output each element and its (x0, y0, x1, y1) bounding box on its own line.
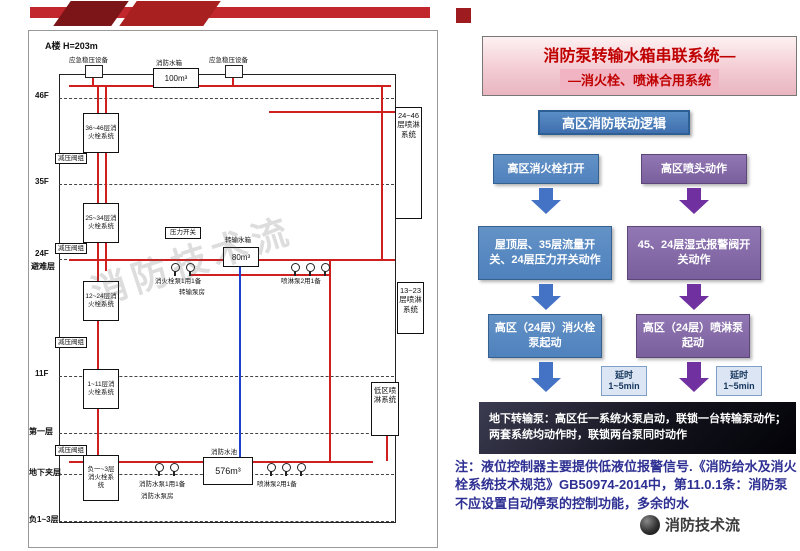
floor-line (59, 98, 394, 99)
fire-pool: 576m³ (203, 457, 253, 485)
brand-logo: 消防技术流 (640, 514, 740, 535)
floor-label-24f: 24F (35, 249, 49, 258)
pressure-switch: 压力开关 (165, 227, 201, 239)
floor-label-first: 第一层 (29, 427, 53, 436)
title-line1: 消防泵转输水箱串联系统— (543, 48, 736, 65)
hydrant-zone-1-11: 1~11层消火栓系统 (83, 369, 119, 409)
flow-heading: 高区消防联动逻辑 (538, 110, 690, 135)
transfer-tank-label: 转输水箱 (225, 237, 251, 244)
pump-icon (155, 463, 164, 476)
slide-title: 消防泵转输水箱串联系统— —消火栓、喷淋合用系统 (482, 36, 797, 96)
mid-hydrant-pumps-label: 消火栓泵1用1备 (155, 278, 202, 285)
hydrant-zone-basement: 负一~3层消火栓系统 (83, 455, 119, 501)
logo-text: 消防技术流 (665, 517, 741, 534)
mid-sprinkler-pumps-label: 喷淋泵2用1备 (281, 278, 321, 285)
sprinkler-step-3: 高区（24层）喷淋泵起动 (636, 314, 750, 358)
pipe (189, 274, 329, 276)
pipe (269, 111, 395, 113)
floor-label-mezzanine: 地下夹层 (29, 468, 61, 477)
hydrant-step-3: 高区（24层）消火栓泵起动 (488, 314, 602, 358)
pool-label: 消防水池 (211, 449, 237, 456)
pipe (381, 85, 383, 259)
floor-line (59, 184, 394, 185)
sprinkler-zone-13-23: 13~23层喷淋系统 (397, 282, 424, 334)
pump-icon (297, 463, 306, 476)
arrow-down-icon (531, 188, 561, 214)
delay-label: 延时 (614, 370, 633, 381)
pump-icon (171, 263, 180, 276)
pump-icon (321, 263, 330, 276)
pump-icon (291, 263, 300, 276)
pipe (92, 75, 94, 85)
hydrant-step-1: 高区消火栓打开 (493, 154, 599, 184)
arrow-down-icon (679, 188, 709, 214)
pump-icon (170, 463, 179, 476)
sprinkler-zone-low: 低区喷淋系统 (371, 382, 399, 436)
logo-icon (640, 514, 660, 535)
note-text: 注：液位控制器主要提供低液位报警信号.《消防给水及消火栓系统技术规范》GB509… (455, 459, 797, 511)
pump-icon (282, 463, 291, 476)
stabilizer-label: 应急稳压设备 (69, 57, 108, 64)
hydrant-zone-36-46: 36~46层消火栓系统 (83, 113, 119, 153)
title-line2: —消火栓、喷淋合用系统 (559, 69, 719, 90)
sprinkler-zone-24-46: 24~46层喷淋系统 (395, 107, 422, 219)
arrow-down-icon (531, 362, 561, 392)
delay-time: 1~5min (723, 381, 755, 391)
prv-group: 减压阀组 (55, 243, 87, 254)
sprinkler-delay-badge: 延时 1~5min (716, 366, 762, 396)
sprinkler-step-2: 45、24层湿式报警阀开关动作 (627, 226, 761, 280)
stabilizer-tank-icon (225, 65, 243, 78)
floor-label-refuge: 避难层 (31, 262, 55, 271)
arrow-down-icon (531, 284, 561, 310)
delay-label: 延时 (729, 370, 748, 381)
pump-icon (186, 263, 195, 276)
prv-group: 减压阀组 (55, 337, 87, 348)
pump-room-label: 消防水泵房 (141, 493, 174, 500)
pipe (69, 85, 391, 87)
transfer-tank: 80m³ (223, 247, 259, 267)
hydrant-delay-badge: 延时 1~5min (601, 366, 647, 396)
pipe (386, 436, 388, 461)
banner-shape-dark (53, 1, 129, 26)
floor-line (59, 376, 394, 377)
stabilizer-label: 应急稳压设备 (209, 57, 248, 64)
arrow-down-icon (679, 284, 709, 310)
floor-line (59, 521, 394, 522)
delay-time: 1~5min (608, 381, 640, 391)
pump-icon (306, 263, 315, 276)
pipe (329, 259, 331, 461)
low-sprinkler-pumps-label: 喷淋泵2用1备 (257, 481, 297, 488)
floor-label-35f: 35F (35, 177, 49, 186)
floor-label-11f: 11F (35, 369, 49, 378)
floor-label-basement: 负1~3层 (29, 515, 59, 524)
hydrant-zone-25-34: 25~34层消火栓系统 (83, 203, 119, 243)
building-schematic: A楼 H=203m 46F 35F 24F 避难层 11F 第一层 地下夹层 负… (28, 30, 438, 548)
pipe (105, 85, 107, 271)
roof-tank: 100m³ (153, 68, 199, 88)
low-fire-pumps-label: 消防水泵1用1备 (139, 481, 186, 488)
transfer-pipe (239, 267, 241, 461)
prv-group: 减压阀组 (55, 153, 87, 164)
banner-shape-mid (119, 1, 221, 26)
transfer-pump-room-label: 转输泵房 (179, 289, 205, 296)
roof-tank-label: 消防水箱 (156, 60, 182, 67)
arrow-down-icon (679, 362, 709, 392)
pipe (232, 75, 234, 85)
stabilizer-tank-icon (85, 65, 103, 78)
pump-icon (267, 463, 276, 476)
floor-line (59, 433, 394, 434)
banner-bar (30, 7, 430, 18)
banner-square (456, 8, 471, 23)
transfer-pump-result: 地下转输泵：高区任一系统水泵启动，联锁一台转输泵动作；两套系统均动作时，联锁两台… (479, 402, 796, 454)
building-label: A楼 H=203m (45, 41, 98, 51)
floor-label-46f: 46F (35, 91, 49, 100)
hydrant-step-2: 屋顶层、35层流量开关、24层压力开关动作 (478, 226, 612, 280)
sprinkler-step-1: 高区喷头动作 (641, 154, 747, 184)
prv-group: 减压阀组 (55, 445, 87, 456)
hydrant-zone-12-24: 12~24层消火栓系统 (83, 281, 119, 321)
